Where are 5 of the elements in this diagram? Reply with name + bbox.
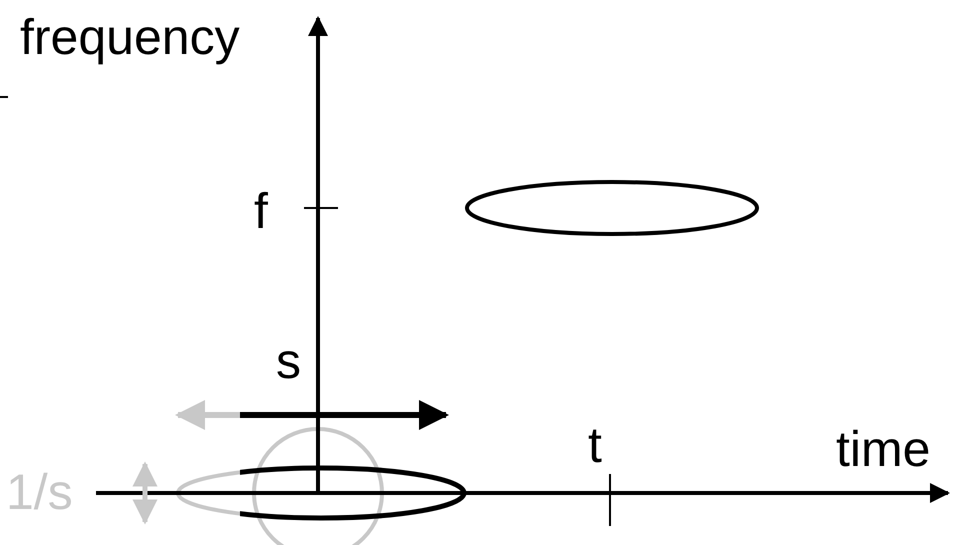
axis-label: frequency xyxy=(20,12,240,62)
axis-label: s xyxy=(276,336,301,386)
axis-label: t xyxy=(588,420,602,470)
axis-label: time xyxy=(836,424,930,474)
axis-label: f xyxy=(254,186,268,236)
